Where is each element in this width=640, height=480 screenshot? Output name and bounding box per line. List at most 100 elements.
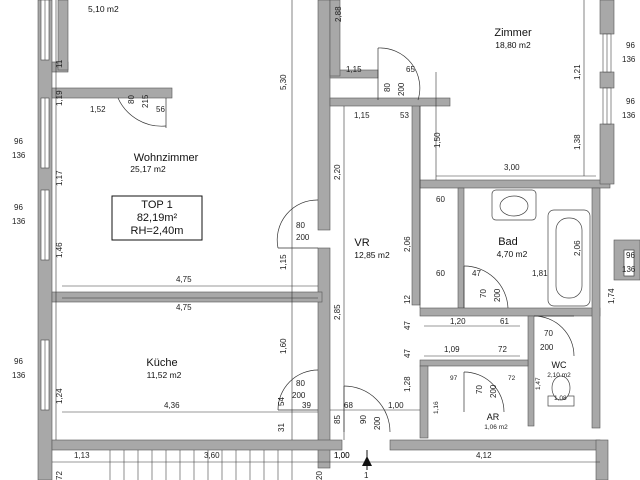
dim-label: 1,09 [444, 345, 460, 354]
dim-label: 200 [296, 233, 310, 242]
dim-label: 39 [302, 401, 311, 410]
dim-label: 1,24 [55, 388, 64, 404]
dim-label: 90 [359, 415, 368, 424]
radiator-icon [623, 249, 635, 277]
section-marker: 1 [362, 450, 372, 480]
door-living-hall [276, 199, 319, 249]
door-entrance [343, 385, 391, 433]
dim-label: 215 [141, 94, 150, 108]
dim-label: 96 [626, 97, 635, 106]
dim-label: 4,75 [176, 275, 192, 284]
wc-area: 2,10 m2 [547, 372, 571, 379]
dim-label: 2,06 [403, 236, 412, 252]
dim-label: 96 [14, 357, 23, 366]
door-zimmer [377, 47, 421, 101]
bathtub-icon [547, 209, 591, 307]
dim-label: 2,85 [333, 304, 342, 320]
dim-label: 11 [55, 59, 64, 68]
dimension-labels: 2,88 1,15 65 80 200 1,15 53 1,50 1,21 1,… [12, 6, 636, 480]
dim-label: 96 [626, 41, 635, 50]
dim-label: 1,81 [532, 269, 548, 278]
dim-label: 1,19 [55, 90, 64, 106]
zimmer-area: 18,80 m2 [495, 40, 531, 50]
wc-name: WC [552, 360, 567, 370]
dim-label: 31 [277, 423, 286, 432]
dim-label: 47 [403, 321, 412, 330]
fixtures [491, 189, 635, 407]
dim-label: 56 [156, 105, 165, 114]
dim-label: 2,06 [573, 240, 582, 256]
dim-label: 136 [622, 265, 636, 274]
dim-label: 70 [479, 289, 488, 298]
zimmer-name: Zimmer [494, 27, 532, 39]
dim-label: 200 [540, 343, 554, 352]
walls [37, 0, 640, 480]
dim-label: 1,16 [433, 401, 440, 414]
dim-label: 4,12 [476, 451, 492, 460]
dim-label: 1,52 [90, 105, 106, 114]
wohnzimmer-name: Wohnzimmer [134, 152, 199, 164]
dimension-lines [52, 0, 600, 463]
dim-label: 200 [489, 384, 498, 398]
door-kitchen [277, 369, 319, 411]
dim-label: 47 [403, 349, 412, 358]
dim-label: 54 [277, 397, 286, 406]
dim-label: 61 [500, 317, 509, 326]
wohnzimmer-area: 25,17 m2 [130, 164, 166, 174]
left-windows [40, 0, 50, 411]
dim-label: 96 [14, 203, 23, 212]
dim-label: 136 [622, 55, 636, 64]
dim-label: 1,74 [607, 288, 616, 304]
unit-area: 82,19m² [137, 212, 178, 224]
dim-label: 1,08 [554, 395, 567, 402]
dim-label: 1,13 [74, 451, 90, 460]
dim-label: 1,46 [55, 242, 64, 258]
dim-label: 72 [55, 471, 64, 480]
unit-room-height: RH=2,40m [131, 225, 184, 237]
dim-label: 1,00 [334, 451, 350, 460]
dim-label: 1,15 [279, 254, 288, 270]
door-wc [533, 315, 575, 357]
washbasin-icon [491, 189, 537, 221]
dim-label: 1,28 [403, 376, 412, 392]
dim-label: 2,88 [334, 6, 343, 22]
unit-box: TOP 1 82,19m² RH=2,40m [111, 195, 203, 241]
dim-label: 1,00 [334, 451, 350, 460]
dim-label: 200 [373, 416, 382, 430]
room-labels: 5,10 m2 Zimmer 18,80 m2 Wohnzimmer 25,17… [88, 4, 571, 431]
dim-label: 20 [315, 471, 324, 480]
dim-label: 1,15 [354, 111, 370, 120]
dim-label: 1,50 [433, 132, 442, 148]
door-swings [117, 47, 575, 433]
dim-label: 136 [12, 151, 26, 160]
dim-label: 80 [383, 83, 392, 92]
dim-label: 1,17 [55, 170, 64, 186]
dim-label: 200 [397, 82, 406, 96]
dim-label: 72 [498, 345, 507, 354]
dim-label: 96 [626, 251, 635, 260]
dim-label: 4,75 [176, 303, 192, 312]
dim-label: 85 [333, 415, 342, 424]
vr-area: 12,85 m2 [354, 250, 390, 260]
kueche-area: 11,52 m2 [147, 370, 182, 380]
dim-label: 1,60 [279, 338, 288, 354]
bad-area: 4,70 m2 [497, 249, 528, 259]
dim-label: 200 [292, 391, 306, 400]
door-ar [463, 371, 505, 413]
dim-label: 4,36 [164, 401, 180, 410]
stairs [109, 450, 293, 480]
dim-label: 1,47 [535, 377, 542, 390]
dim-label: 136 [622, 111, 636, 120]
dim-label: 136 [12, 371, 26, 380]
dim-label: 1,21 [573, 64, 582, 80]
dim-label: 5,30 [279, 74, 288, 90]
dim-label: 1,20 [450, 317, 466, 326]
dim-label: 72 [508, 375, 516, 382]
dim-label: 2,20 [333, 164, 342, 180]
dim-label: 47 [472, 269, 481, 278]
dim-label: 70 [475, 385, 484, 394]
dim-label: 80 [127, 95, 136, 104]
door-living-top [117, 97, 167, 127]
dim-label: 3,00 [504, 163, 520, 172]
